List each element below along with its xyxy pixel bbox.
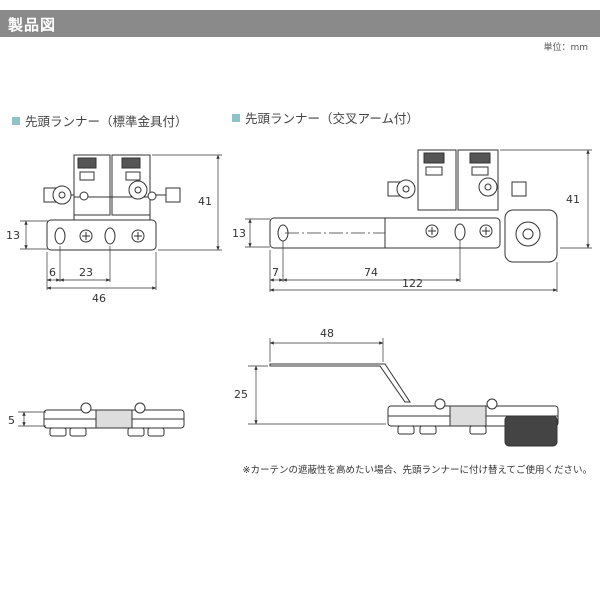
cross-arm-runner-front-view xyxy=(269,149,558,263)
dim-arm-length: 48 xyxy=(320,327,334,340)
dim-arm-height: 25 xyxy=(234,388,248,401)
dim-left-height: 41 xyxy=(198,195,212,208)
side-view-dimension-lines xyxy=(18,411,46,427)
cross-arm-side-view xyxy=(269,363,559,447)
header-bar: 製品図 xyxy=(0,10,600,37)
dim-left-offset: 6 xyxy=(49,266,56,279)
cross-arm-side-dimension-lines xyxy=(248,338,386,425)
section-title-standard: 先頭ランナー（標準金具付） xyxy=(12,111,188,130)
section-title-cross-arm: 先頭ランナー（交叉アーム付） xyxy=(232,108,419,127)
dim-right-offset: 7 xyxy=(272,266,279,279)
dim-right-height: 41 xyxy=(566,193,580,206)
dim-right-pitch: 74 xyxy=(364,266,378,279)
square-bullet-icon xyxy=(12,116,20,125)
dim-side-height: 5 xyxy=(8,414,15,427)
standard-runner-front-view xyxy=(43,154,181,251)
dim-left-plate: 13 xyxy=(6,229,20,242)
dim-left-pitch: 23 xyxy=(79,266,93,279)
page-title: 製品図 xyxy=(8,16,57,34)
standard-runner-dimension-lines xyxy=(20,154,222,290)
section-title-cross-arm-text: 先頭ランナー（交叉アーム付） xyxy=(245,111,419,126)
cross-arm-runner-dimension-lines xyxy=(245,149,592,292)
square-bullet-icon xyxy=(232,113,240,122)
dim-left-width: 46 xyxy=(92,292,106,305)
standard-runner-side-view xyxy=(43,402,185,437)
dim-right-width: 122 xyxy=(402,277,423,290)
usage-note: ※カーテンの遮蔽性を高めたい場合、先頭ランナーに付け替えてご使用ください。 xyxy=(242,465,593,476)
unit-label: 単位：mm xyxy=(543,43,588,53)
section-title-standard-text: 先頭ランナー（標準金具付） xyxy=(25,114,188,129)
dim-right-plate: 13 xyxy=(232,227,246,240)
